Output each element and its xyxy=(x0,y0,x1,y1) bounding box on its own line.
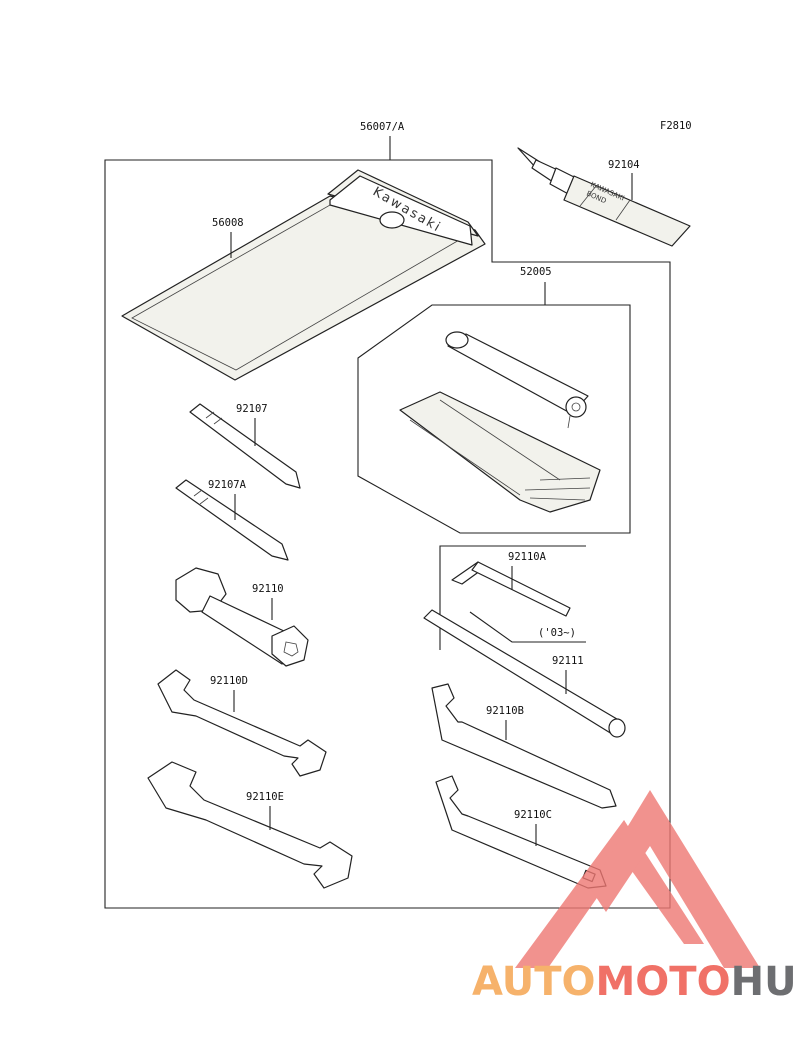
label-92107a: 92107A xyxy=(208,479,247,491)
screwdriver-bit-92107a xyxy=(175,479,289,561)
label-56007a: 56007/A xyxy=(360,121,405,133)
year-note: ('03~) xyxy=(538,627,576,639)
label-92110a: 92110A xyxy=(508,551,547,563)
hook-wrench-92110b xyxy=(431,683,617,809)
group-frame-92110a-bottom xyxy=(469,611,586,643)
label-92111: 92111 xyxy=(552,655,584,667)
watermark-text: AUTOMOTOHUB xyxy=(472,959,800,1005)
spark-plug-wrench-52005 xyxy=(445,331,589,429)
watermark-logo xyxy=(515,790,760,968)
tool-case-56008: Kawasaki xyxy=(121,169,486,381)
extension-bar-92111 xyxy=(423,609,626,738)
label-56008: 56008 xyxy=(212,217,244,229)
hex-key-92110a xyxy=(451,561,571,617)
label-92110b: 92110B xyxy=(486,705,524,717)
label-92110e: 92110E xyxy=(246,791,284,803)
tool-pouch-52005 xyxy=(399,391,601,513)
label-92107: 92107 xyxy=(236,403,268,415)
label-92110d: 92110D xyxy=(210,675,248,687)
bond-tube-92104: KAWASAKI BOND xyxy=(517,147,691,247)
open-end-wrench-92110d xyxy=(157,669,327,777)
label-92104: 92104 xyxy=(608,159,640,171)
label-92110c: 92110C xyxy=(514,809,552,821)
figure-code: F2810 xyxy=(660,120,692,132)
label-92110: 92110 xyxy=(252,583,284,595)
kit-enclosure-frame xyxy=(104,159,671,909)
screwdriver-bit-92107 xyxy=(189,403,301,489)
label-52005: 52005 xyxy=(520,266,552,278)
box-wrench-92110 xyxy=(175,567,309,667)
open-end-wrench-92110e xyxy=(147,761,353,889)
group-frame-52005 xyxy=(357,304,631,534)
